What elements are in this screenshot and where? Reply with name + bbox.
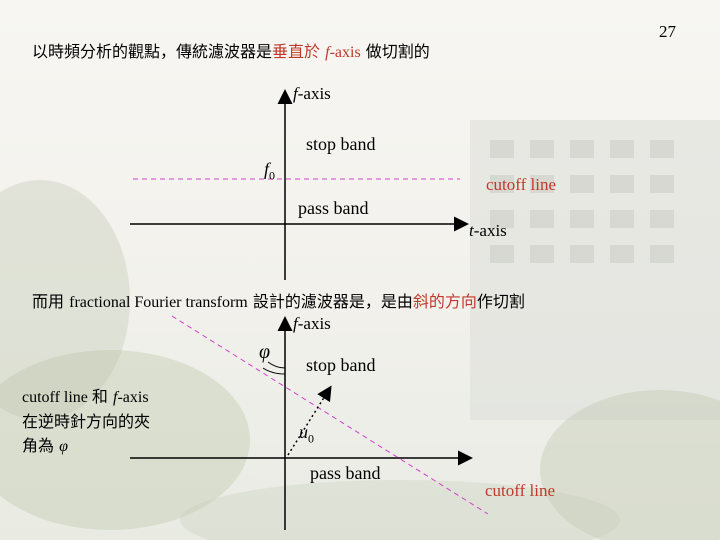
d1-f-axis-label: f-axis xyxy=(293,84,331,104)
note-line1-suffix: -axis xyxy=(117,389,149,406)
note-line-1: cutoff line 和 f-axis xyxy=(22,383,149,407)
section2-sentence: 而用 fractional Fourier transform 設計的濾波器是，… xyxy=(32,288,525,312)
d1-f0-main: f xyxy=(264,159,270,179)
d1-f0-sub: 0 xyxy=(269,168,276,183)
section2-suffix1: 設計的濾波器是，是由 xyxy=(252,292,413,311)
note-line1-prefix: cutoff line 和 xyxy=(22,389,108,406)
d2-cutoff-dashed-line xyxy=(171,315,489,515)
slide-title: 以時頻分析的觀點，傳統濾波器是垂直於 f-axis 做切割的 xyxy=(32,38,430,62)
section2-middle: fractional Fourier transform xyxy=(69,294,248,311)
note-line3-prefix: 角為 xyxy=(22,436,55,455)
d2-u0-main: u xyxy=(299,422,308,442)
d2-cutoff-line-label: cutoff line xyxy=(485,481,556,500)
page-number: 27 xyxy=(659,22,676,41)
d1-f-axis-rest: -axis xyxy=(297,84,331,103)
d1-stop-band-label: stop band xyxy=(306,134,376,154)
d1-cutoff-line-label: cutoff line xyxy=(486,175,557,194)
d2-f-axis-italic: f xyxy=(293,314,298,333)
d2-pass-band-label: pass band xyxy=(310,463,381,483)
d2-u0-dotted-arrow xyxy=(287,385,332,456)
d1-f0-label: f0 xyxy=(264,159,275,184)
title-prefix: 以時頻分析的觀點，傳統濾波器是 xyxy=(32,42,273,61)
section2-prefix: 而用 xyxy=(32,292,65,311)
d2-stop-band-label: stop band xyxy=(306,355,376,375)
d1-t-axis-label: t-axis xyxy=(469,221,507,241)
note-line-3: 角為 φ xyxy=(22,432,68,456)
note-line3-symbol: φ xyxy=(59,438,68,455)
d2-phi-label: φ xyxy=(259,341,271,363)
d2-u0-label: u0 xyxy=(299,422,314,447)
d2-f-axis-rest: -axis xyxy=(297,314,331,333)
title-axis-suffix: -axis xyxy=(329,44,361,61)
title-highlight: 垂直於 xyxy=(272,42,321,61)
d1-t-axis-italic: t xyxy=(469,221,474,240)
title-suffix: 做切割的 xyxy=(365,42,430,61)
section2-highlight: 斜的方向 xyxy=(412,292,477,311)
note-line1-axis: f xyxy=(113,389,118,406)
d1-pass-band-label: pass band xyxy=(298,198,369,218)
d2-u0-sub: 0 xyxy=(308,431,314,446)
d1-f-axis-italic: f xyxy=(293,84,298,103)
d1-t-axis-rest: -axis xyxy=(473,221,507,240)
d2-f-axis-label: f-axis xyxy=(293,314,331,334)
section2-suffix2: 作切割 xyxy=(476,292,525,311)
d2-angle-arc-2 xyxy=(267,361,286,369)
title-axis: f xyxy=(325,44,330,61)
d2-angle-arc-1 xyxy=(262,367,286,375)
note-line-2: 在逆時針方向的夾 xyxy=(22,412,151,431)
